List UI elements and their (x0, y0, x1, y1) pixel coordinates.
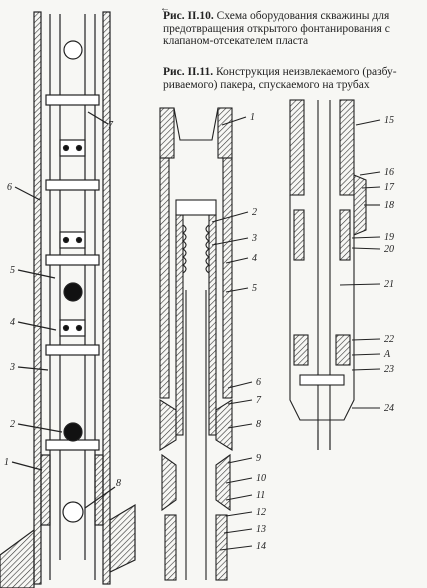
fig11-label-20: 20 (384, 244, 394, 255)
fig11-label-A: A (383, 349, 391, 360)
fig11-label-14: 14 (256, 541, 266, 552)
fig10-label-8: 8 (116, 478, 121, 489)
fig11-label-11: 11 (256, 490, 265, 501)
fig11-label-24: 24 (384, 403, 394, 414)
fig11-label-16: 16 (384, 167, 394, 178)
fig11-labels-left: 1 2 3 4 5 6 7 8 9 10 11 12 13 14 (250, 112, 266, 552)
fig10-labels: 6 7 5 4 3 2 1 8 (4, 120, 121, 489)
figure-11-caption: Рис. II.11. Конструкция неизвлекаемого (… (163, 66, 423, 91)
fig11-label-5: 5 (252, 283, 257, 294)
fig11-label-8: 8 (256, 419, 261, 430)
fig11-label-19: 19 (384, 232, 394, 243)
fig11-label-7: 7 (256, 395, 262, 406)
fig10-label-1: 1 (4, 457, 9, 468)
fig11-packer-right (289, 99, 381, 450)
fig11-label-9: 9 (256, 453, 261, 464)
fig11-label-22: 22 (384, 334, 394, 345)
fig11-labels-right: 15 16 17 18 19 20 21 22 A 23 24 (383, 115, 395, 414)
fig11-label-13: 13 (256, 524, 266, 535)
fig10-label-7: 7 (108, 120, 114, 131)
fig11-label-18: 18 (384, 200, 394, 211)
fig10-well-scheme (0, 11, 136, 588)
fig10-label-6: 6 (7, 182, 12, 193)
fig11-text-2: риваемого) пакера, спускаемого на трубах (163, 78, 370, 91)
fig11-label-15: 15 (384, 115, 394, 126)
fig10-label-5: 5 (10, 265, 15, 276)
fig11-label-23: 23 (384, 364, 394, 375)
fig11-label-4: 4 (252, 253, 257, 264)
fig11-label-17: 17 (384, 182, 395, 193)
fig10-number: Рис. II.10. (163, 10, 214, 22)
fig11-label-6: 6 (256, 377, 261, 388)
figure-10-caption: ← Рис. II.10. Схема оборудования скважин… (160, 3, 423, 48)
fig10-text-1: Схема оборудования скважины для (216, 10, 390, 22)
fig10-label-3: 3 (9, 362, 15, 373)
fig10-label-2: 2 (10, 419, 15, 430)
fig11-label-21: 21 (384, 279, 394, 290)
fig11-label-3: 3 (251, 233, 257, 244)
fig10-text-2: предотвращения открытого фонтанирования … (163, 22, 390, 35)
fig11-label-1: 1 (250, 112, 255, 123)
fig10-text-3: клапаном-отсекателем пласта (163, 35, 309, 47)
fig10-label-4: 4 (10, 317, 15, 328)
fig10-arrow: ← (160, 3, 170, 14)
fig11-label-2: 2 (252, 207, 257, 218)
fig11-text-1: Конструкция неизвлекаемого (разбу- (215, 66, 397, 78)
fig11-packer-left (159, 107, 253, 581)
fig11-label-10: 10 (256, 473, 266, 484)
fig11-label-12: 12 (256, 507, 266, 518)
fig11-number: Рис. II.11. (163, 66, 214, 78)
